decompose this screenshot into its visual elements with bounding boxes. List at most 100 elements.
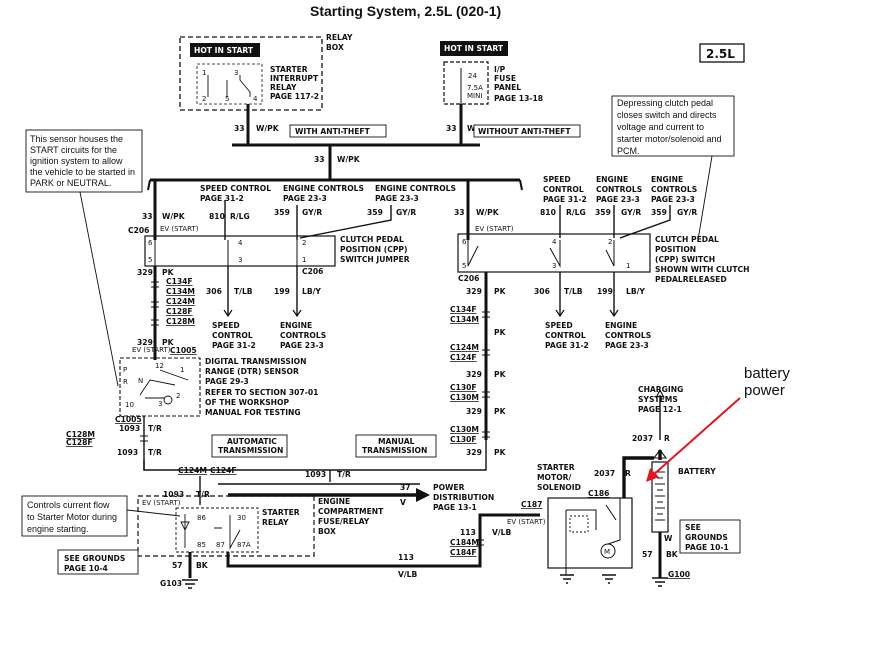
ground-symbol-g103	[182, 579, 198, 589]
cpp-switch-body	[457, 233, 651, 273]
starter-motor-label-3: SOLENOID	[537, 483, 581, 492]
svg-text:6: 6	[462, 238, 467, 246]
engine-comp-label-2: COMPARTMENT	[318, 507, 384, 516]
svg-text:AUTOMATIC: AUTOMATIC	[227, 437, 277, 446]
svg-text:PAGE 31-2: PAGE 31-2	[545, 341, 589, 350]
svg-text:SPEED: SPEED	[543, 175, 571, 184]
svg-text:2: 2	[302, 239, 306, 247]
svg-text:C187: C187	[521, 500, 542, 509]
svg-text:EV (START): EV (START)	[160, 225, 199, 233]
engine-badge: 2.5L	[706, 47, 735, 61]
ip-fuse-panel-4: PAGE 13-18	[494, 94, 543, 103]
svg-text:359: 359	[651, 208, 667, 217]
relay-box-label-2: BOX	[326, 43, 344, 52]
manual-transmission-box	[355, 434, 437, 458]
hot-in-start-badge-right	[440, 41, 508, 56]
svg-text:PK: PK	[494, 407, 507, 416]
svg-text:33: 33	[234, 124, 245, 133]
svg-text:86: 86	[197, 514, 206, 522]
cpp-jumper-label-3: SWITCH JUMPER	[340, 255, 410, 264]
svg-text:PK: PK	[494, 448, 507, 457]
svg-text:starter motor/solenoid and: starter motor/solenoid and	[617, 134, 722, 144]
battery-power-arrow	[651, 397, 741, 477]
svg-text:PK: PK	[162, 268, 175, 277]
svg-text:C206: C206	[302, 267, 323, 276]
svg-text:3: 3	[158, 400, 162, 408]
svg-text:CONTROL: CONTROL	[543, 185, 584, 194]
svg-text:PAGE 23-3: PAGE 23-3	[280, 341, 324, 350]
svg-text:C1005: C1005	[170, 346, 197, 355]
svg-text:C128F: C128F	[166, 307, 193, 316]
svg-text:R: R	[625, 469, 631, 478]
starter-interrupt-relay-body	[196, 63, 263, 105]
engine-comp-label-1: ENGINE	[318, 497, 350, 506]
starter-motor-body	[547, 497, 633, 569]
svg-text:C124F: C124F	[210, 466, 237, 475]
cpp-switch-jumper	[144, 235, 336, 267]
svg-text:C1005: C1005	[115, 415, 142, 424]
svg-text:199: 199	[274, 287, 290, 296]
svg-text:4: 4	[552, 238, 557, 246]
svg-text:ENGINE: ENGINE	[605, 321, 637, 330]
svg-text:GROUNDS: GROUNDS	[685, 533, 728, 542]
svg-text:W/PK: W/PK	[162, 212, 186, 221]
power-distribution-1: POWER	[433, 483, 465, 492]
starter-interrupt-relay-2: INTERRUPT	[270, 74, 319, 83]
svg-text:PAGE 31-2: PAGE 31-2	[543, 195, 587, 204]
svg-text:113: 113	[398, 553, 414, 562]
dtr-label-6: MANUAL FOR TESTING	[205, 408, 301, 417]
ip-fuse-panel-3: PANEL	[494, 83, 521, 92]
svg-text:329: 329	[466, 407, 482, 416]
relay-box-outline	[179, 36, 323, 111]
svg-text:G103: G103	[160, 579, 182, 588]
svg-text:EV (START): EV (START)	[142, 499, 181, 507]
svg-text:329: 329	[137, 268, 153, 277]
svg-text:the vehicle to be started in: the vehicle to be started in	[30, 167, 135, 177]
svg-text:C128M: C128M	[66, 430, 95, 439]
svg-text:PK: PK	[494, 328, 507, 337]
svg-text:PK: PK	[494, 287, 507, 296]
see-grounds-right-box	[679, 519, 741, 554]
svg-text:GY/R: GY/R	[302, 208, 322, 217]
svg-text:PAGE 23-3: PAGE 23-3	[605, 341, 649, 350]
ground-symbol-g100	[652, 577, 668, 587]
svg-text:GY/R: GY/R	[621, 208, 641, 217]
svg-text:C130F: C130F	[450, 383, 477, 392]
battery-power-arrowhead	[646, 468, 659, 482]
svg-text:PK: PK	[162, 338, 175, 347]
note-sensor-leader	[79, 191, 119, 387]
svg-text:C124F: C124F	[450, 353, 477, 362]
svg-text:199: 199	[597, 287, 613, 296]
svg-text:C184M: C184M	[450, 538, 479, 547]
svg-text:PCM.: PCM.	[617, 146, 640, 156]
svg-text:1093: 1093	[163, 490, 184, 499]
power-distribution-3: PAGE 13-1	[433, 503, 477, 512]
svg-text:W/PK: W/PK	[256, 124, 280, 133]
note-sensor-box	[25, 129, 143, 193]
svg-text:C134M: C134M	[166, 287, 195, 296]
svg-text:N: N	[138, 377, 143, 385]
relay-box-label-1: RELAY	[326, 33, 353, 42]
svg-text:1: 1	[180, 366, 184, 374]
cpp-switch-label-4: SHOWN WITH CLUTCH	[655, 265, 749, 274]
starter-relay-label-2: RELAY	[262, 518, 289, 527]
svg-text:5: 5	[462, 262, 466, 270]
dtr-label-3: PAGE 29-3	[205, 377, 249, 386]
svg-text:ignition system to allow: ignition system to allow	[30, 156, 123, 166]
without-anti-theft-box	[473, 124, 581, 138]
svg-text:V/LB: V/LB	[398, 570, 417, 579]
power-distribution-2: DISTRIBUTION	[433, 493, 494, 502]
ip-fuse-panel-1: I/P	[494, 65, 506, 74]
svg-text:SPEED: SPEED	[545, 321, 573, 330]
svg-text:2037: 2037	[632, 434, 653, 443]
cpp-switch-label-2: POSITION	[655, 245, 696, 254]
svg-text:CONTROLS: CONTROLS	[605, 331, 651, 340]
svg-text:ENGINE: ENGINE	[596, 175, 628, 184]
svg-text:C134F: C134F	[166, 277, 193, 286]
charging-systems-3: PAGE 12-1	[638, 405, 682, 414]
svg-text:T/R: T/R	[148, 424, 162, 433]
svg-text:voltage and current to: voltage and current to	[617, 122, 704, 132]
svg-text:2: 2	[176, 392, 180, 400]
